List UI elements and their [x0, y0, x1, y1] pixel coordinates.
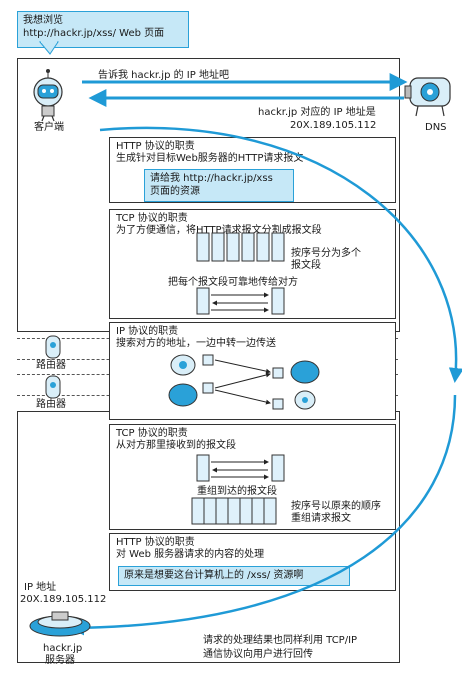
http-receive-box: HTTP 协议的职责 对 Web 服务器请求的内容的处理 原来是想要这台计算机上…	[109, 533, 396, 591]
tcp-seq-line-1: 按序号分为多个	[291, 248, 361, 259]
tcp-recv-desc: 从对方那里接收到的报文段	[116, 440, 236, 451]
server-ip-value: 20X.189.105.112	[20, 594, 107, 605]
tcp-receive-transfer	[196, 454, 285, 482]
http-recv-desc: 对 Web 服务器请求的内容的处理	[116, 549, 265, 560]
server-name-line-1: hackr.jp	[43, 643, 83, 654]
ip-relay-graphic	[168, 354, 320, 410]
response-arc	[69, 394, 457, 636]
router-label-1: 路由器	[36, 360, 66, 371]
tcp-order-line-2: 重组请求报文	[291, 513, 351, 524]
ip-role-title: IP 协议的职责	[116, 326, 179, 337]
bubble-tail	[38, 41, 59, 55]
tcp-role-box: TCP 协议的职责 为了方便通信，将HTTP请求报文分割成报文段 按序号分为多个…	[109, 209, 396, 319]
ip-role-desc: 搜索对方的地址，一边中转一边传送	[116, 338, 276, 349]
tcp-reassembled-segments	[191, 497, 277, 525]
bubble-line-1: 我想浏览	[23, 15, 63, 26]
tcp-order-line-1: 按序号以原来的顺序	[291, 501, 381, 512]
bubble-line-2: http://hackr.jp/xss/ Web 页面	[23, 28, 165, 39]
tcp-role-title: TCP 协议的职责	[116, 213, 188, 224]
tcp-segments-split	[196, 232, 285, 262]
http-recv-title: HTTP 协议的职责	[116, 537, 195, 548]
server-name-line-2: 服务器	[45, 655, 75, 666]
dns-label: DNS	[425, 122, 447, 133]
http-role-desc: 生成针对目标Web服务器的HTTP请求报文	[116, 153, 304, 164]
server-icon	[29, 611, 91, 637]
router-icon-1	[45, 335, 61, 359]
tcp-reliable-text: 把每个报文段可靠地传给对方	[168, 277, 298, 288]
http-request-note: 请给我 http://hackr.jp/xss 页面的资源	[144, 169, 294, 202]
dns-request-text: 告诉我 hackr.jp 的 IP 地址吧	[98, 70, 229, 81]
tcp-recv-title: TCP 协议的职责	[116, 428, 188, 439]
http-role-box: HTTP 协议的职责 生成针对目标Web服务器的HTTP请求报文 请给我 htt…	[109, 137, 396, 203]
top-speech-bubble: 我想浏览 http://hackr.jp/xss/ Web 页面	[17, 11, 189, 48]
response-line-1: 请求的处理结果也同样利用 TCP/IP	[203, 635, 358, 646]
ip-role-box: IP 协议的职责 搜索对方的地址，一边中转一边传送	[109, 322, 396, 420]
router-icon-2	[45, 375, 61, 399]
tcp-role-desc: 为了方便通信，将HTTP请求报文分割成报文段	[116, 225, 322, 236]
server-ip-label: IP 地址	[24, 582, 57, 593]
client-robot-icon	[33, 69, 63, 122]
tcp-reassemble-text: 重组到达的报文段	[197, 486, 277, 497]
http-recv-note: 原来是想要这台计算机上的 /xss/ 资源啊	[118, 566, 350, 586]
tcp-reliable-transfer	[196, 287, 285, 315]
http-role-title: HTTP 协议的职责	[116, 141, 195, 152]
request-arc	[99, 126, 462, 383]
http-note-line-2: 页面的资源	[150, 186, 200, 197]
client-label: 客户端	[34, 122, 64, 133]
router-label-2: 路由器	[36, 399, 66, 410]
dns-robot-icon	[404, 77, 451, 117]
tcp-seq-line-2: 报文段	[291, 260, 321, 271]
dns-reply-line-1: hackr.jp 对应的 IP 地址是	[258, 107, 376, 118]
http-note-line-1: 请给我 http://hackr.jp/xss	[150, 173, 273, 184]
dns-reply-line-2: 20X.189.105.112	[290, 120, 377, 131]
response-line-2: 通信协议向用户进行回传	[203, 649, 313, 660]
